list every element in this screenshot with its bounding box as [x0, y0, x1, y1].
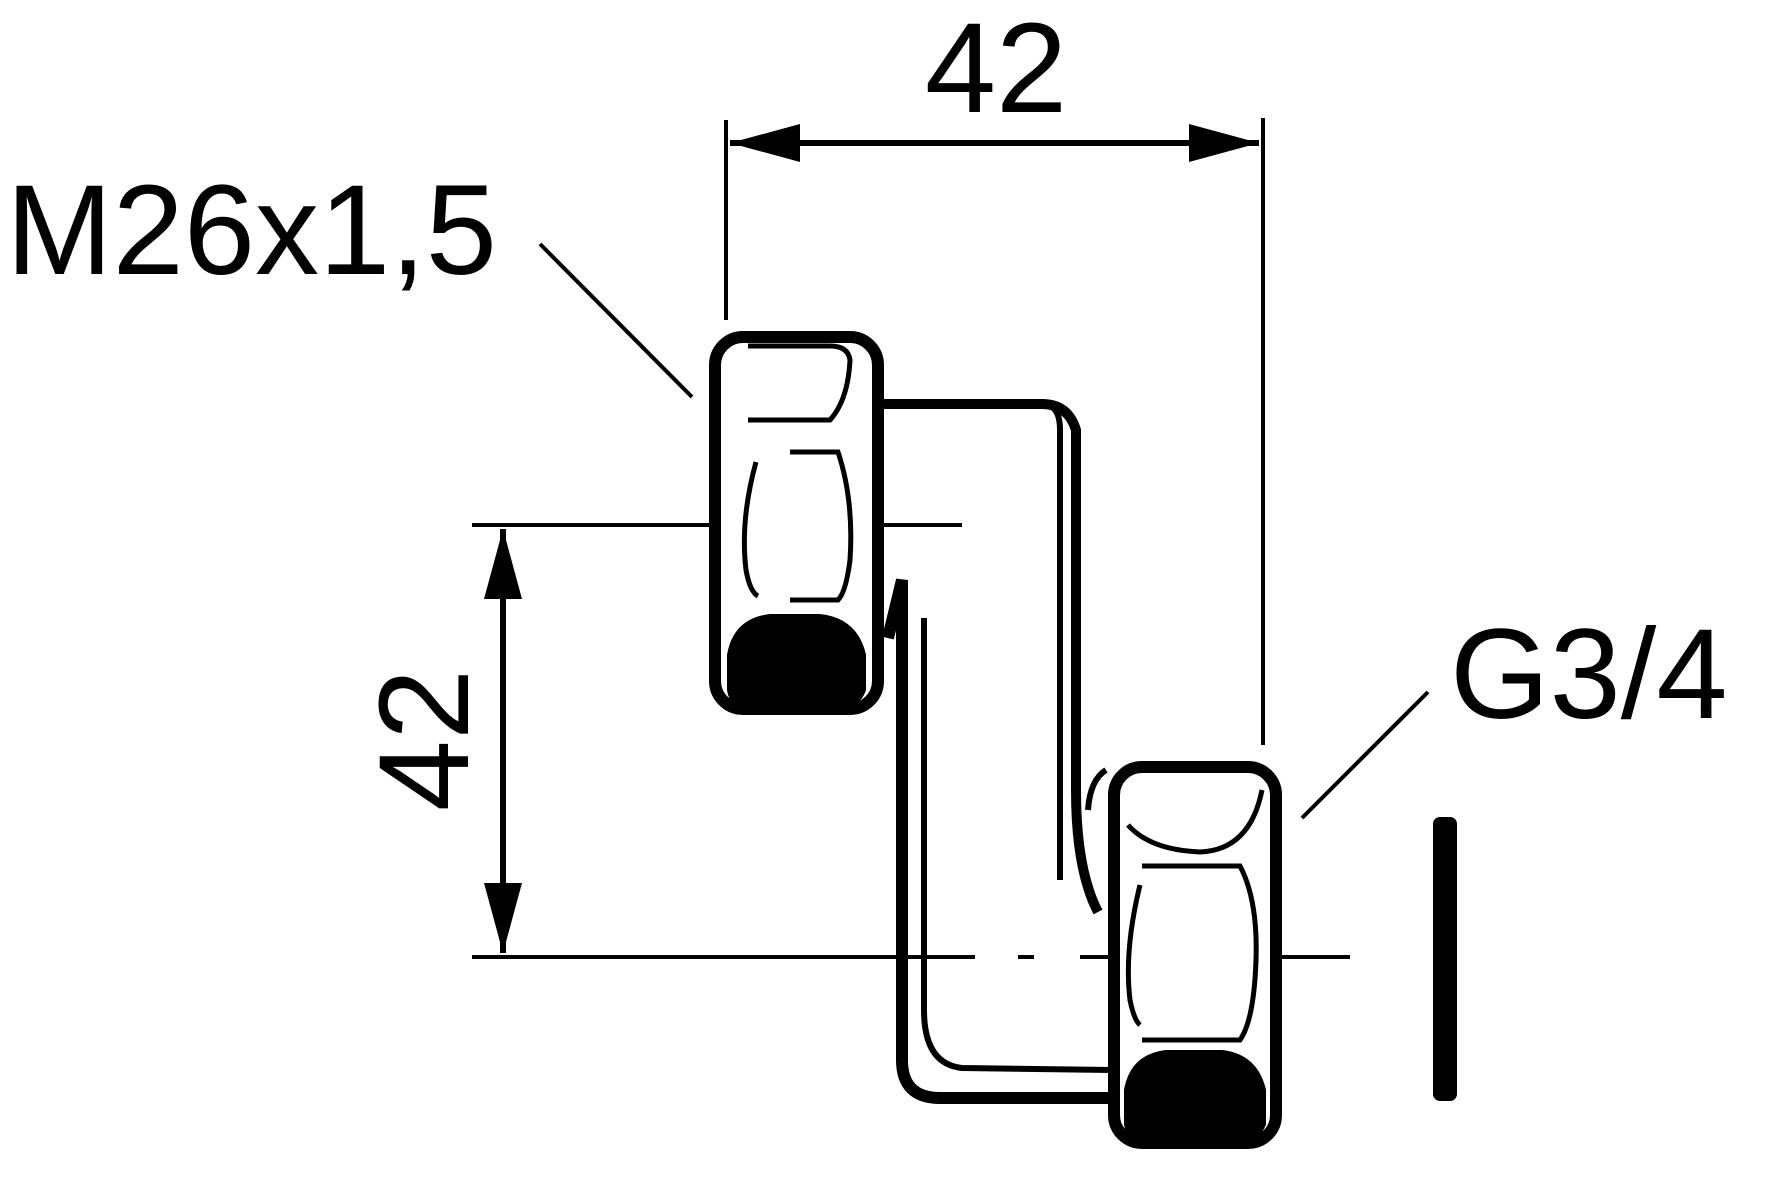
connector-lower-arm: [882, 578, 1112, 1104]
bottom-nut-flat-top: [1126, 789, 1265, 855]
arrowhead-left: [730, 124, 800, 162]
horizontal-dimension: [724, 118, 1265, 745]
leader-line-top: [538, 242, 694, 399]
offset-connector: [877, 399, 1113, 1104]
connector-lower-arm-inner: [921, 618, 1113, 1073]
thread-label-bottom: G3/4: [1450, 603, 1728, 746]
leader-line-bottom: [1300, 690, 1430, 820]
top-nut: [709, 331, 884, 715]
arrowhead-bottom: [484, 883, 522, 953]
arrowhead-top: [484, 529, 522, 599]
bottom-nut-flat-left: [1125, 884, 1143, 1027]
thread-label-top: M26x1,5: [6, 159, 497, 302]
bottom-nut: [1108, 761, 1282, 1149]
top-nut-bottom-fill: [727, 614, 866, 710]
dim-vertical-label: 42: [353, 669, 496, 811]
top-nut-flat-top: [748, 343, 853, 423]
connector-shoulder-top: [877, 629, 893, 639]
connector-upper-arm: [880, 399, 1103, 915]
bottom-nut-bottom-fill: [1124, 1050, 1266, 1144]
connector-upper-arm-inner: [880, 401, 1063, 880]
top-nut-flat-middle: [790, 449, 854, 603]
top-nut-flat-left: [741, 461, 760, 599]
connector-shoulder-bottom: [1085, 767, 1108, 811]
side-view-bar: [1433, 817, 1457, 1101]
arrowhead-right: [1189, 124, 1259, 162]
dim-horizontal-label: 42: [925, 0, 1067, 140]
bottom-nut-flat-upper: [1142, 863, 1259, 1043]
